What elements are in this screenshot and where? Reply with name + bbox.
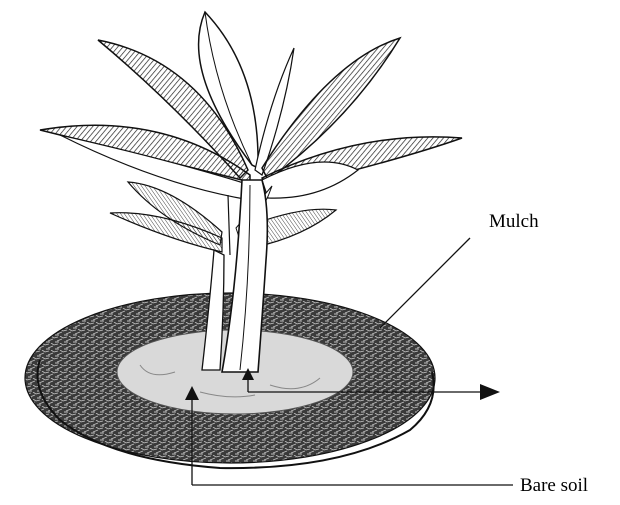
mulch-pointer-line [380,238,470,328]
banana-leaves-upper [40,12,462,200]
banana-pseudostem [202,180,267,372]
bare-soil-label: Bare soil [520,475,588,497]
mulch-label: Mulch [489,211,539,233]
